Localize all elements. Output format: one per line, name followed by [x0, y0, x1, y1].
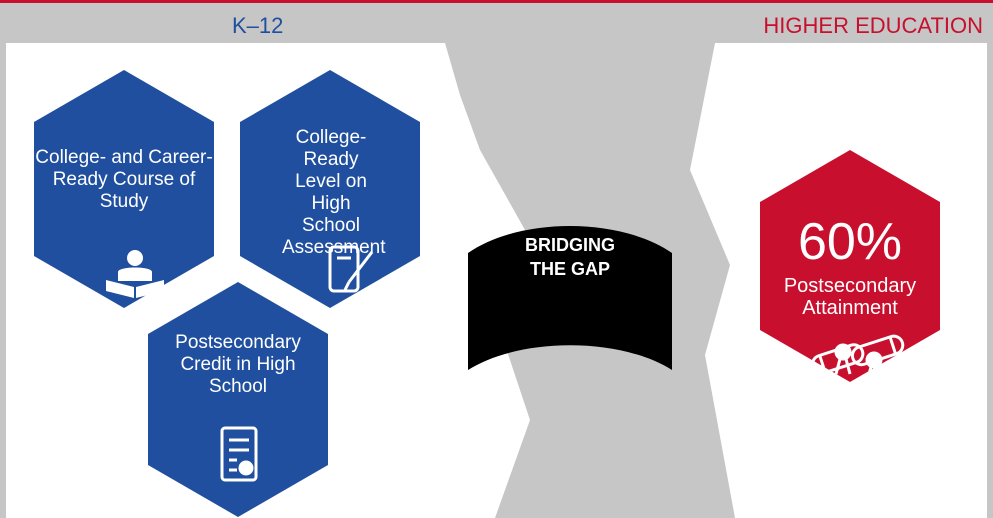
diplomas-icon	[811, 334, 905, 382]
right-border	[987, 43, 993, 518]
left-border	[0, 43, 6, 518]
hexagon-assessment-shape	[240, 70, 420, 308]
higher-education-heading: HIGHER EDUCATION	[763, 13, 983, 38]
attainment-label: Postsecondary Attainment	[783, 275, 917, 319]
hexagon-credit-shape	[148, 282, 328, 517]
k12-heading: K–12	[232, 13, 284, 38]
student-reading-icon	[106, 250, 164, 298]
hexagon-course-shape	[34, 70, 214, 308]
hexagon-credit-label: Postsecondary Credit in High School	[175, 332, 301, 397]
hexagon-assessment-label: College-Ready Level on High School Asses…	[282, 127, 386, 258]
top-red-rule	[0, 0, 993, 3]
notepad-pencil-icon	[328, 245, 374, 293]
certificate-document-icon	[220, 426, 258, 482]
hexagon-attainment-shape	[760, 150, 940, 382]
attainment-percentage: 60%	[797, 213, 903, 271]
bridge-arch	[468, 226, 672, 370]
hexagon-course-label: College- and Career-Ready Course of Stud…	[35, 147, 213, 212]
bridge-label: BRIDGING THE GAP	[525, 235, 615, 279]
header-bar: K–12 HIGHER EDUCATION	[0, 3, 993, 43]
